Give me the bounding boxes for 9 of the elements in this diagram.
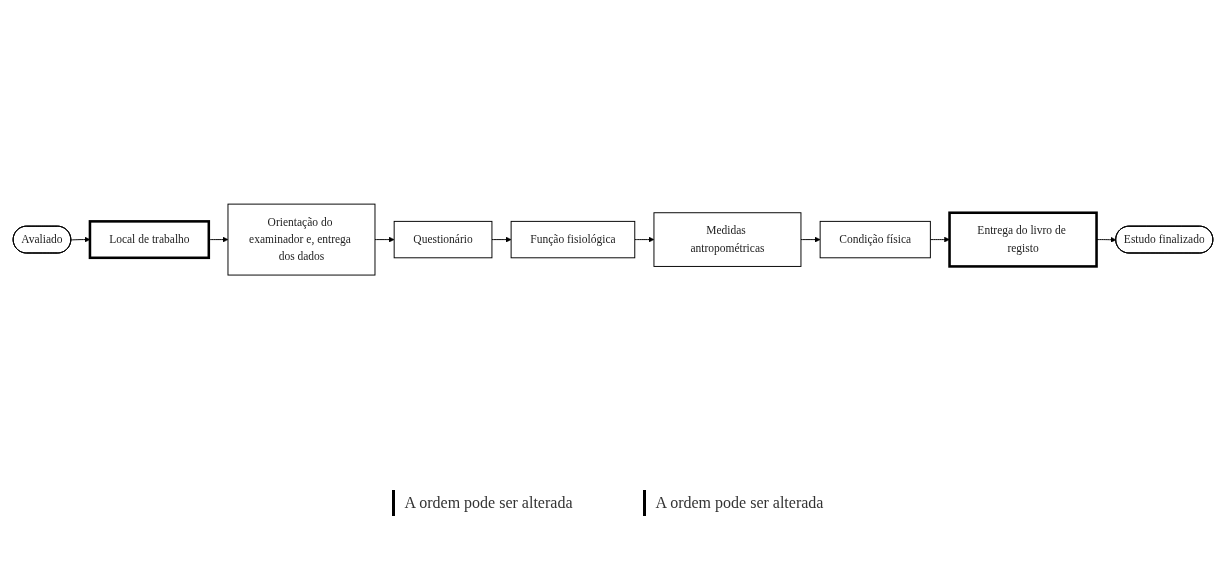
node-box: Condição física bbox=[819, 221, 931, 259]
node-box: Local de trabalho bbox=[88, 220, 210, 260]
node-box: Medidas antropométricas bbox=[652, 212, 801, 268]
node-box: Entrega do livro de registo bbox=[947, 211, 1098, 269]
node-box: Questionário bbox=[393, 221, 492, 259]
node-box: Função fisiológica bbox=[510, 221, 635, 259]
note-text: A ordem pode ser alterada bbox=[391, 490, 583, 516]
node-box: Orientação do examinador e, entrega dos dados bbox=[227, 204, 375, 276]
note-text: A ordem pode ser alterada bbox=[642, 490, 834, 516]
